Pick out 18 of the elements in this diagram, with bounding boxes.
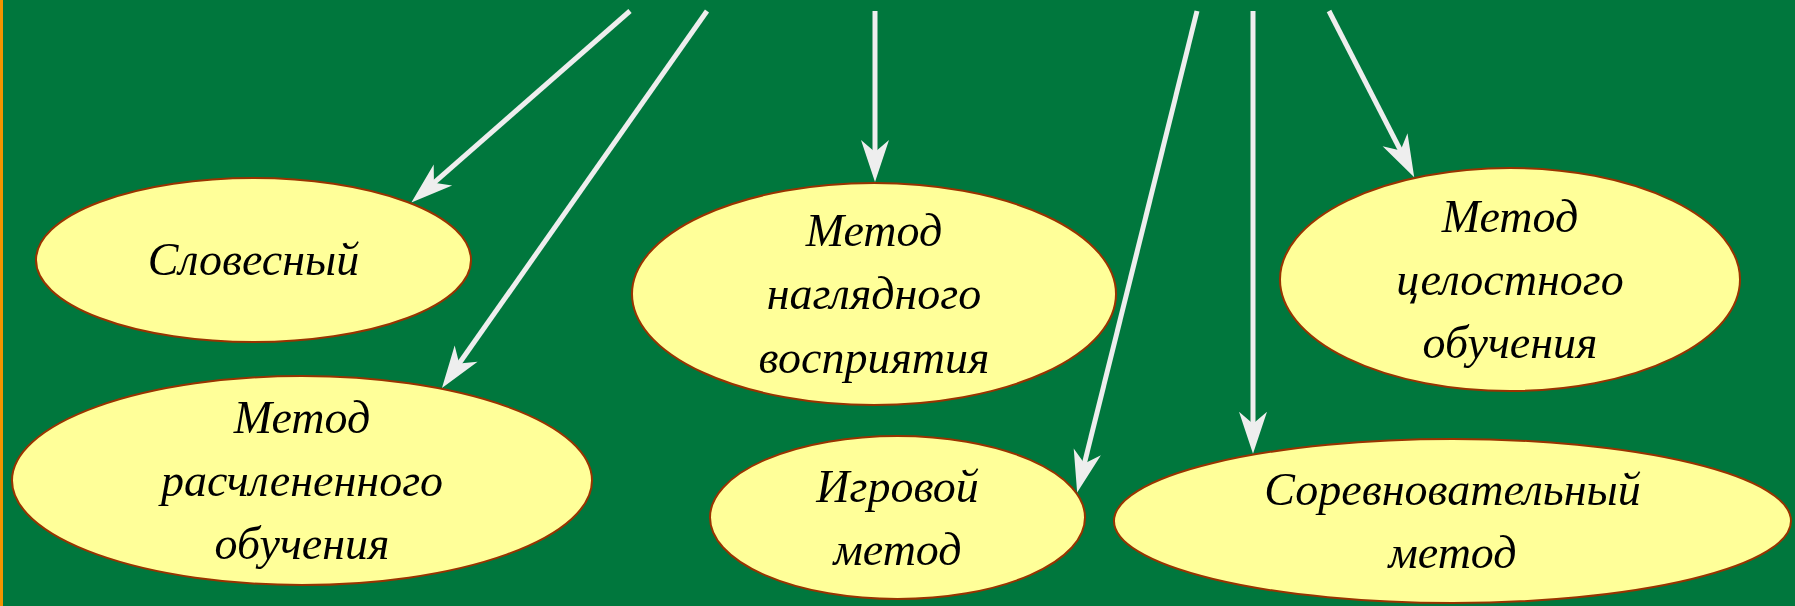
arrow [411,9,632,203]
arrow [1073,10,1200,493]
method-ellipse [1279,167,1741,392]
arrow [441,9,710,388]
method-label: Метод целостного обучения [1396,189,1624,371]
method-label: Метод расчлененного обучения [160,390,444,572]
method-ellipse [631,182,1117,406]
method-label: Соревновательный метод [1264,462,1641,580]
method-ellipse [709,435,1086,600]
method-label: Игровой метод [816,459,979,577]
method-ellipse [1113,438,1792,604]
method-ellipse [35,177,472,343]
arrow [861,11,889,182]
method-label: Словесный [147,233,360,288]
method-label: Метод наглядного восприятия [758,203,990,385]
method-ellipse [11,375,593,586]
arrow [1239,11,1267,454]
arrow [1326,9,1415,178]
